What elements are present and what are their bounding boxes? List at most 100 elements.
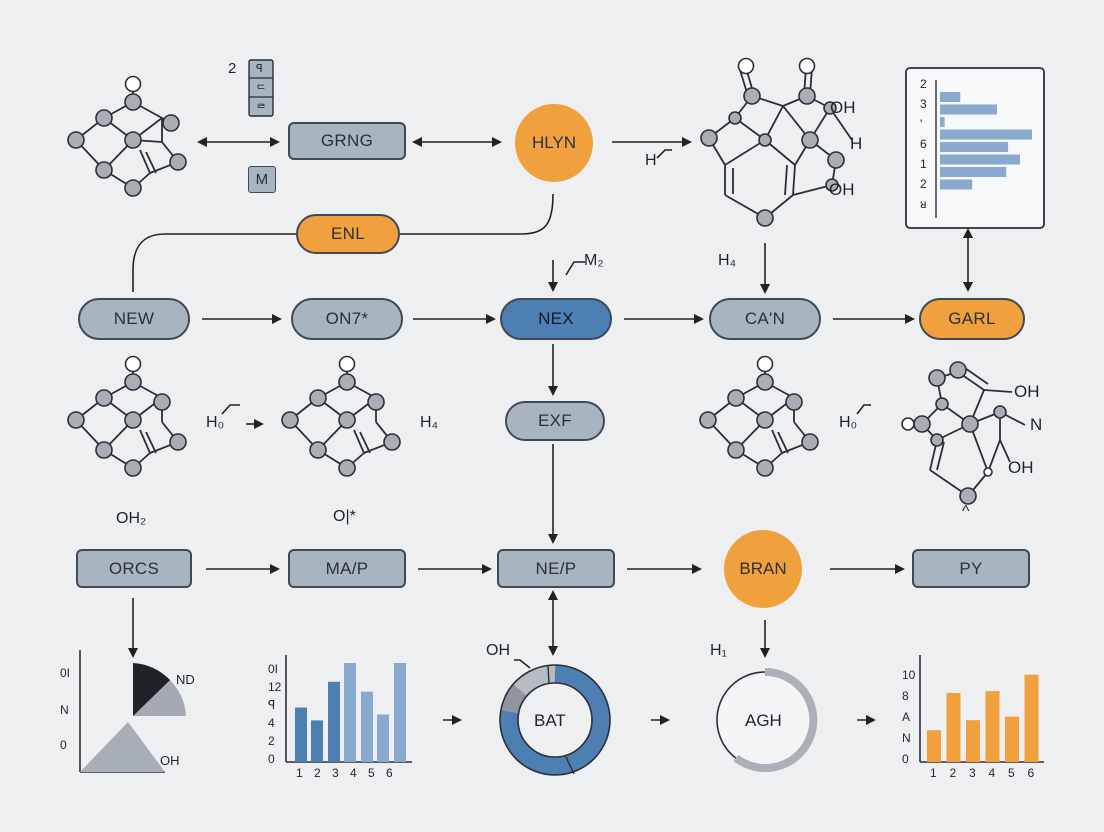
label-h4-mid: H₄ (718, 252, 737, 269)
histogram-bar (940, 129, 1032, 140)
orange-bar (927, 730, 941, 762)
label-oi-star: O|* (333, 508, 356, 525)
histogram-tick-label: ' (920, 117, 923, 131)
orange-bars (927, 674, 1039, 762)
node-nex[interactable]: NEX (500, 298, 612, 340)
donut-bat-label: BAT (534, 711, 566, 730)
h0-hook-left (221, 404, 240, 415)
blue-bar (394, 663, 406, 762)
blue-ytick-label: ꟼ (268, 698, 276, 712)
node-hlyn[interactable]: HLYN (515, 104, 593, 182)
node-new[interactable]: NEW (78, 298, 190, 340)
label-oh2: OH₂ (116, 510, 147, 527)
orange-ytick-label: N (902, 731, 911, 745)
histogram-panel (905, 67, 1045, 229)
label-oh-top-1: OH (830, 98, 856, 117)
donut-agh-label: AGH (745, 711, 782, 730)
blue-xtick-label: 5 (368, 766, 375, 780)
histogram-tick-label: 1 (920, 157, 927, 171)
orange-xtick-label: 5 (1008, 766, 1015, 780)
orange-ytick-label: 0 (902, 752, 909, 766)
orange-ytick-label: 10 (902, 668, 916, 682)
blue-xtick-label: 1 (296, 766, 303, 780)
label-h1: H₁ (710, 642, 727, 659)
label-oh-bat: OH (486, 642, 510, 659)
molecule-structure-2 (700, 57, 853, 227)
label-h-top: H (850, 134, 863, 153)
pie-chart (79, 650, 186, 773)
blue-ytick-label: 0I (268, 662, 279, 676)
blue-xtick-label: 4 (350, 766, 357, 780)
pie-ytick-1: N (60, 703, 69, 717)
molecule-structure-5 (699, 355, 819, 477)
donut-bat (499, 664, 611, 776)
node-bran[interactable]: BRAN (724, 530, 802, 608)
node-garl[interactable]: GARL (919, 298, 1025, 340)
blue-ytick-label: 0 (268, 752, 275, 766)
histogram-bar (940, 142, 1009, 152)
molecule-structure-1 (67, 75, 187, 197)
molecule-structure-3 (67, 355, 187, 477)
label-n-right: N (1030, 415, 1043, 434)
blue-bar (295, 707, 307, 762)
node-map[interactable]: MA/P (288, 549, 406, 588)
orange-ytick-label: A (902, 710, 911, 724)
orange-xtick-label: 3 (969, 766, 976, 780)
blue-xtick-label: 2 (314, 766, 321, 780)
orange-bar (985, 691, 1000, 762)
blue-ytick-label: 12 (268, 680, 282, 694)
orange-bar (966, 720, 980, 762)
histogram-tick-label: ᴚ (920, 197, 927, 211)
histogram-bars (940, 92, 1032, 190)
m2-hook (565, 261, 585, 276)
label-m2: M₂ (584, 252, 604, 269)
label-h0-left: H₀ (206, 414, 225, 431)
molecule-structure-4 (281, 355, 401, 477)
node-exf[interactable]: EXF (505, 401, 605, 441)
bar-chart-blue (285, 655, 412, 763)
node-grng[interactable]: GRNG (288, 122, 406, 160)
blue-bar (328, 681, 340, 762)
connectors (128, 137, 973, 725)
label-oh-right-2: OH (1008, 458, 1034, 477)
orange-xtick-label: 4 (988, 766, 996, 780)
node-py[interactable]: PY (912, 549, 1030, 588)
node-on7[interactable]: ON7* (291, 298, 403, 340)
orange-bar (1005, 716, 1019, 762)
label-caret: ^ (962, 503, 970, 520)
oh-bat-hook (514, 659, 531, 669)
blue-bar (361, 691, 373, 762)
node-cain[interactable]: CA'N (709, 298, 821, 340)
pie-label-nd: ND (176, 672, 195, 687)
blue-bar (311, 720, 323, 762)
stack-icon (248, 59, 274, 117)
node-orcs[interactable]: ORCS (76, 549, 192, 588)
h0-hook-right (856, 404, 871, 415)
label-two: 2 (228, 60, 237, 77)
blue-ytick-label: 2 (268, 734, 275, 748)
node-m-box[interactable]: M (248, 166, 276, 193)
blue-bar (344, 663, 356, 762)
orange-ytick-label: 8 (902, 689, 909, 703)
orange-xtick-label: 6 (1027, 766, 1035, 780)
node-nep[interactable]: NE/P (497, 549, 615, 588)
donut-agh (716, 667, 818, 772)
blue-xtick-label: 6 (386, 766, 393, 780)
stack-glyph-3: ᄅ (256, 103, 267, 115)
histogram-bar (940, 117, 945, 127)
blue-xtick-label: 3 (332, 766, 339, 780)
pie-ytick-0: 0I (60, 666, 71, 680)
histogram-bar (940, 179, 973, 190)
histogram-bar (940, 104, 998, 115)
stack-glyph-1: ꟼ (256, 63, 263, 75)
orange-xtick-label: 1 (930, 766, 937, 780)
pie-ytick-2: 0 (60, 738, 67, 752)
node-enl[interactable]: ENL (296, 214, 400, 254)
blue-bars (295, 663, 406, 762)
orange-bar (946, 692, 961, 762)
pie-slice-light (133, 680, 186, 716)
pie-label-oh: OH (160, 753, 180, 768)
histogram-tick-label: 2 (920, 177, 927, 191)
